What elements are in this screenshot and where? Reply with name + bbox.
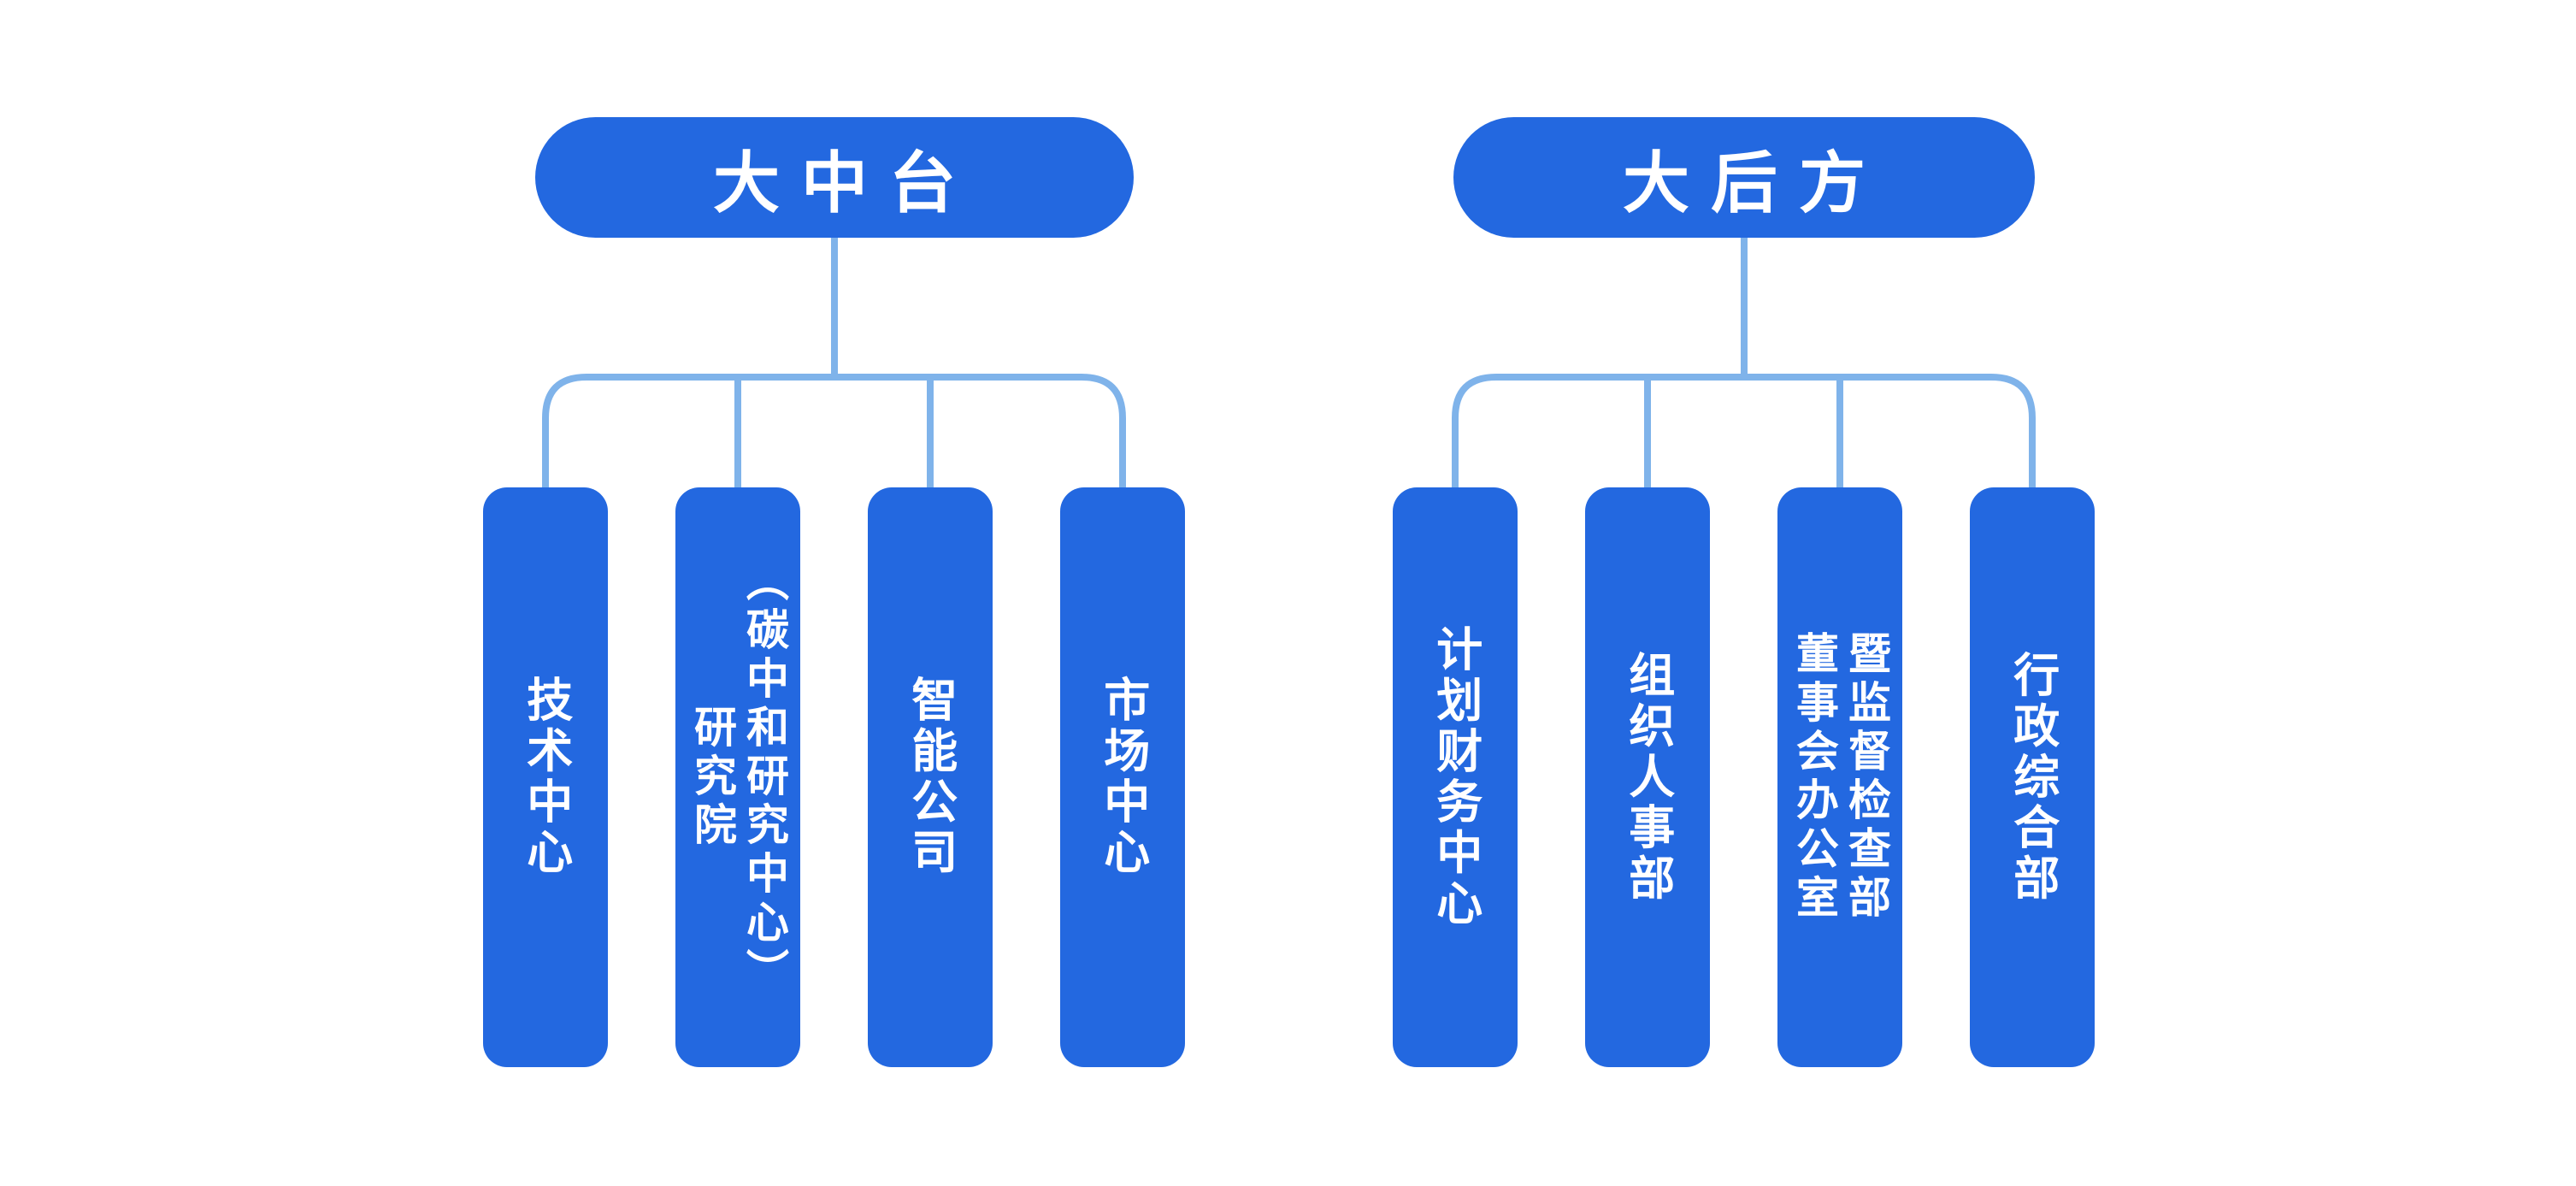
- node-label: 董事会办公室 暨监督检查部: [1789, 631, 1891, 923]
- tree-2-child-1[interactable]: 计划财务中心: [1393, 487, 1518, 1067]
- tree-1-child-2[interactable]: 研究院 （碳中和研究中心）: [675, 487, 800, 1067]
- tree-1-bus: [542, 374, 1126, 487]
- tree-2-root-node[interactable]: 大后方: [1453, 117, 2035, 238]
- node-label: 组织人事部: [1620, 650, 1675, 905]
- node-label: 研究院 （碳中和研究中心）: [687, 558, 789, 997]
- node-label: 大中台: [713, 145, 977, 222]
- node-label: 市场中心: [1095, 676, 1150, 879]
- tree-2-child-3[interactable]: 董事会办公室 暨监督检查部: [1777, 487, 1902, 1067]
- tree-1-child-4[interactable]: 市场中心: [1060, 487, 1185, 1067]
- tree-2-child-2[interactable]: 组织人事部: [1585, 487, 1710, 1067]
- tree-2-bus: [1452, 374, 2036, 487]
- tree-1-child-1[interactable]: 技术中心: [483, 487, 608, 1067]
- node-label: 计划财务中心: [1428, 624, 1483, 930]
- node-label: 智能公司: [903, 676, 958, 879]
- tree-2-child-4[interactable]: 行政综合部: [1970, 487, 2095, 1067]
- tree-1-child-3[interactable]: 智能公司: [868, 487, 993, 1067]
- node-label: 大后方: [1623, 145, 1887, 222]
- node-label: 技术中心: [518, 676, 573, 879]
- tree-1-root-node[interactable]: 大中台: [535, 117, 1134, 238]
- node-label: 行政综合部: [2005, 650, 2060, 905]
